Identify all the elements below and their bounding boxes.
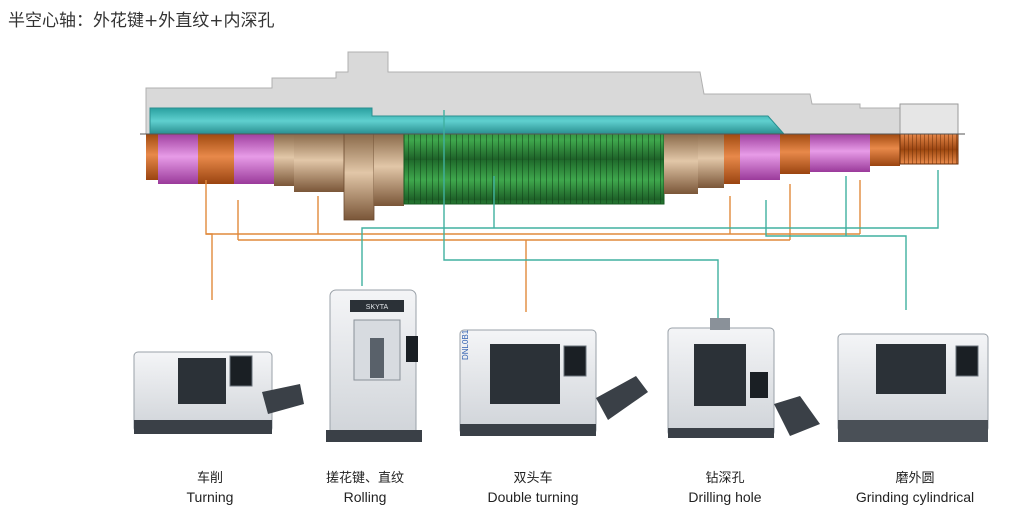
- process-caption-drilling: 钻深孔 Drilling hole: [660, 470, 790, 506]
- process-caption-grinding: 磨外圆 Grinding cylindrical: [830, 470, 1000, 506]
- leader-drilling: [443, 110, 719, 318]
- caption-en: Rolling: [343, 489, 387, 505]
- caption-zh: 磨外圆: [895, 471, 935, 486]
- caption-zh: 搓花键、直纹: [325, 471, 404, 486]
- caption-en: Grinding cylindrical: [855, 489, 975, 505]
- drilling-machine-image: [667, 318, 820, 438]
- process-caption-rolling: 搓花键、直纹 Rolling: [305, 470, 425, 506]
- caption-en: Turning: [186, 489, 234, 505]
- caption-en: Drilling hole: [688, 489, 762, 505]
- page-title: 半空心轴：外花键+外直纹+内深孔: [8, 11, 275, 31]
- leader-rolling: [361, 170, 939, 286]
- grinding-machine-image: [837, 333, 989, 442]
- double-turning-brand: DNL0B1: [461, 329, 470, 360]
- rolling-machine-image: SKYTA: [326, 289, 422, 442]
- leader-turning: [205, 180, 213, 300]
- shaft-external-view: [146, 133, 959, 221]
- caption-zh: 双头车: [513, 471, 553, 486]
- double-turning-lathe-image: DNL0B1: [459, 329, 648, 436]
- process-caption-turning: 车削 Turning: [150, 470, 270, 506]
- leader-grinding: [765, 200, 907, 310]
- caption-en: Double turning: [487, 489, 579, 505]
- shaft-section-view: [145, 51, 959, 135]
- turning-lathe-image: [133, 351, 304, 434]
- process-caption-double-turning: 双头车 Double turning: [468, 470, 598, 506]
- caption-zh: 钻深孔: [705, 471, 745, 486]
- caption-zh: 车削: [196, 471, 223, 486]
- process-leader-lines: [205, 110, 939, 318]
- rolling-machine-brand: SKYTA: [366, 304, 389, 311]
